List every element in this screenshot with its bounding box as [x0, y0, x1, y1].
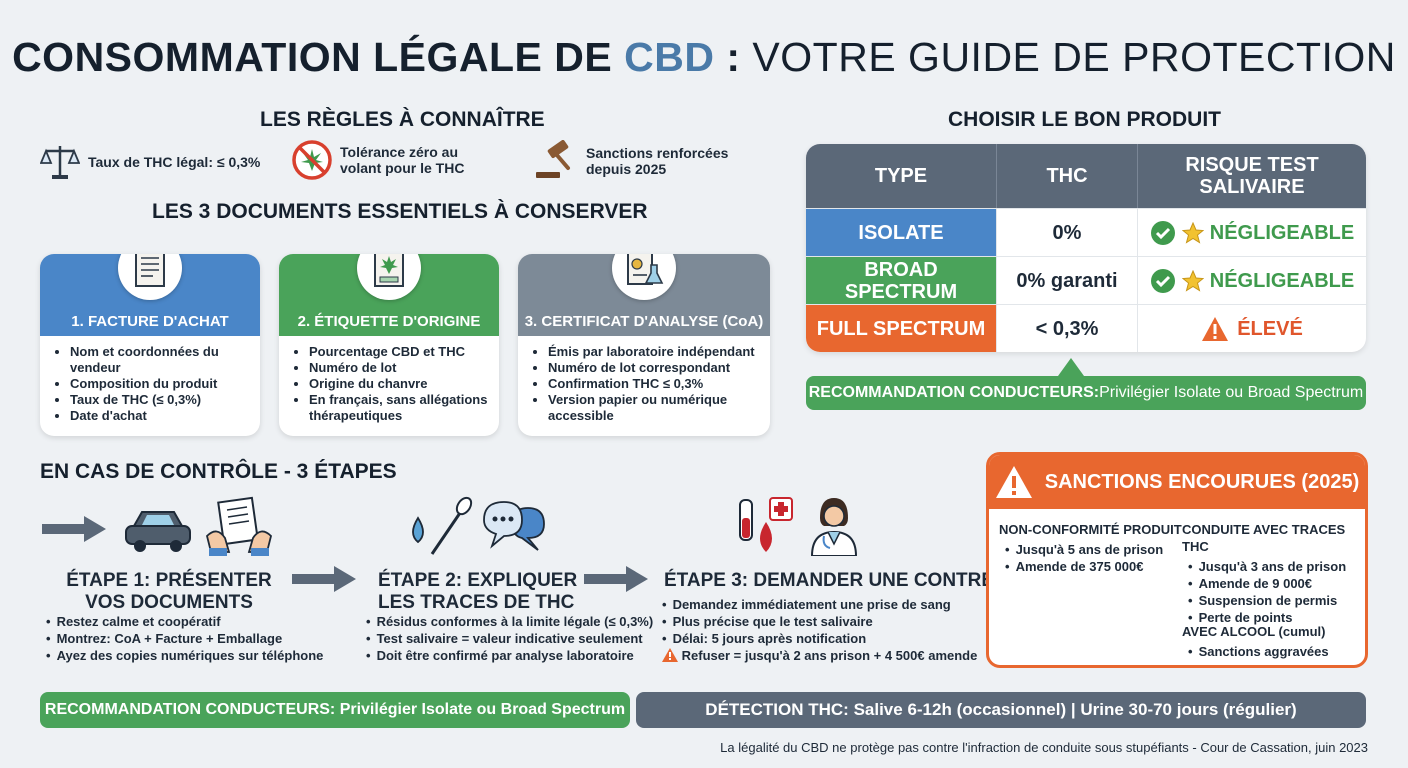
document-card-header: 3. CERTIFICAT D'ANALYSE (CoA) [518, 254, 770, 336]
sanctions-driving: CONDUITE AVEC TRACES THC Jusqu'à 3 ans d… [1182, 521, 1365, 626]
product-heading: CHOISIR LE BON PRODUIT [948, 108, 1222, 131]
document-points: Émis par laboratoire indépendant Numéro … [518, 336, 770, 424]
footnote: La légalité du CBD ne protège pas contre… [720, 740, 1368, 755]
certificate-icon [612, 254, 676, 300]
document-card-header: 2. ÉTIQUETTE D'ORIGINE [279, 254, 499, 336]
car-icon [125, 511, 191, 552]
document-card-label: 2. ÉTIQUETTE D'ORIGINE Pourcentage CBD e… [279, 254, 499, 436]
document-card-certificate: 3. CERTIFICAT D'ANALYSE (CoA) Émis par l… [518, 254, 770, 436]
page-title: CONSOMMATION LÉGALE DE CBD : VOTRE GUIDE… [12, 34, 1396, 80]
type-cell: FULL SPECTRUM [806, 305, 996, 352]
risk-cell: ÉLEVÉ [1138, 305, 1366, 352]
step-1-points: Restez calme et coopératif Montrez: CoA … [46, 613, 324, 664]
risk-cell: NÉGLIGEABLE [1138, 257, 1366, 304]
control-heading: EN CAS DE CONTRÔLE - 3 ÉTAPES [40, 460, 397, 483]
rule-sanctions: Sanctions renforcées depuis 2025 [534, 140, 728, 182]
blood-test-icon [739, 497, 793, 552]
type-cell: ISOLATE [806, 209, 996, 256]
rule-zero-tolerance: Tolérance zéro au volant pour le THC [292, 140, 464, 180]
warning-icon [662, 648, 678, 662]
warning-icon [1202, 316, 1229, 341]
check-icon [1150, 268, 1175, 293]
document-points: Pourcentage CBD et THC Numéro de lot Ori… [279, 336, 499, 424]
type-cell: BROAD SPECTRUM [806, 257, 996, 304]
document-points: Nom et coordonnées du vendeur Compositio… [40, 336, 260, 424]
no-cannabis-icon [292, 140, 332, 180]
gavel-icon [536, 140, 570, 178]
sanctions-panel: SANCTIONS ENCOURUES (2025) NON-CONFORMIT… [986, 452, 1368, 668]
star-icon [1181, 221, 1204, 244]
document-card-header: 1. FACTURE D'ACHAT [40, 254, 260, 336]
step-3-points: Demandez immédiatement une prise de sang… [662, 596, 977, 664]
column-header-risk: RISQUE TEST SALIVAIRE [1185, 154, 1319, 198]
sanctions-alcohol: AVEC ALCOOL (cumul) Sanctions aggravées [1182, 623, 1329, 660]
thc-cell: 0% [996, 209, 1138, 256]
receipt-icon [118, 254, 182, 300]
detection-banner: DÉTECTION THC: Salive 6-12h (occasionnel… [636, 692, 1366, 728]
table-row: BROAD SPECTRUM 0% garanti NÉGLIGEABLE [806, 256, 1366, 304]
step-2-title: ÉTAPE 2: EXPLIQUER LES TRACES DE THC [378, 570, 578, 613]
scales-icon [40, 146, 80, 179]
arrow-right-icon [42, 516, 106, 542]
column-header-thc: THC [996, 144, 1138, 208]
label-icon [357, 254, 421, 300]
document-card-invoice: 1. FACTURE D'ACHAT Nom et coordonnées du… [40, 254, 260, 436]
table-row: FULL SPECTRUM < 0,3% ÉLEVÉ [806, 304, 1366, 352]
step-3-title: ÉTAPE 3: DEMANDER UNE CONTRE- [664, 570, 1001, 591]
column-header-type: TYPE [874, 165, 928, 187]
arrow-right-icon [584, 566, 648, 592]
bottom-recommendation-banner: RECOMMANDATION CONDUCTEURS: Privilégier … [40, 692, 630, 728]
saliva-swab-icon [412, 496, 473, 555]
table-row: ISOLATE 0% NÉGLIGEABLE [806, 208, 1366, 256]
star-icon [1181, 269, 1204, 292]
step-2-points: Résidus conformes à la limite légale (≤ … [366, 613, 654, 664]
thc-cell: 0% garanti [996, 257, 1138, 304]
documents-heading: LES 3 DOCUMENTS ESSENTIELS À CONSERVER [152, 200, 648, 223]
rules-heading: LES RÈGLES À CONNAÎTRE [260, 108, 545, 131]
warning-icon [995, 466, 1032, 498]
step-1-title: ÉTAPE 1: PRÉSENTER VOS DOCUMENTS [66, 570, 272, 613]
speech-bubbles-icon [483, 501, 545, 551]
product-table: TYPE THC RISQUE TEST SALIVAIRE ISOLATE 0… [806, 144, 1366, 352]
arrow-right-icon [292, 566, 356, 592]
document-hands-icon [206, 496, 272, 556]
pointer-triangle [1058, 358, 1084, 376]
risk-cell: NÉGLIGEABLE [1138, 209, 1366, 256]
recommendation-banner: RECOMMANDATION CONDUCTEURS: Privilégier … [806, 376, 1366, 410]
thc-cell: < 0,3% [996, 305, 1138, 352]
sanctions-product: NON-CONFORMITÉ PRODUIT Jusqu'à 5 ans de … [999, 521, 1182, 575]
sanctions-header: SANCTIONS ENCOURUES (2025) [989, 455, 1365, 509]
table-header-row: TYPE THC RISQUE TEST SALIVAIRE [806, 144, 1366, 208]
doctor-icon [810, 498, 858, 556]
rule-thc-rate: Taux de THC légal: ≤ 0,3% [40, 142, 260, 182]
check-icon [1150, 220, 1175, 245]
